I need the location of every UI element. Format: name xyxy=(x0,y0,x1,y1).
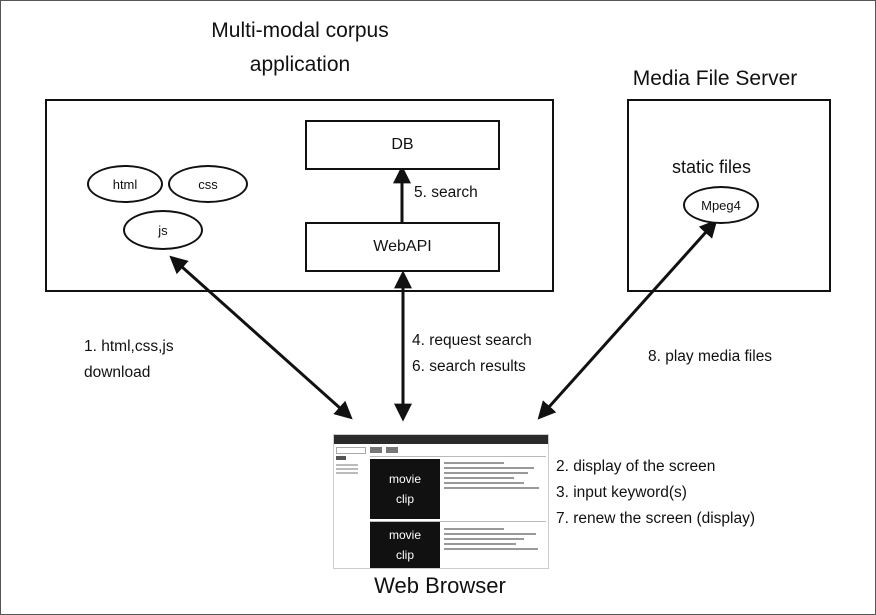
screenshot-navbar xyxy=(334,435,548,444)
arrow-play-media xyxy=(537,219,718,420)
screenshot-button-2 xyxy=(386,447,398,453)
step-7-label: 7. renew the screen (display) xyxy=(556,510,756,527)
web-browser-title: Web Browser xyxy=(374,573,506,598)
app-title: Multi-modal corpus application xyxy=(211,19,389,76)
step-3-label: 3. input keyword(s) xyxy=(556,484,687,501)
app-box xyxy=(45,99,554,292)
step-1-label: 1. html,css,js download xyxy=(84,338,174,381)
mpeg4-oval: Mpeg4 xyxy=(683,186,759,224)
js-oval: js xyxy=(123,210,203,250)
media-server-box xyxy=(627,99,831,292)
step-2-label: 2. display of the screen xyxy=(556,458,716,475)
movie-clip-1: movie clip xyxy=(370,459,440,519)
movie-clip-2: movie clip xyxy=(370,522,440,568)
html-oval: html xyxy=(87,165,163,203)
step-8-label: 8. play media files xyxy=(648,348,773,365)
css-oval: css xyxy=(168,165,248,203)
media-server-title: Media File Server xyxy=(632,67,798,90)
screenshot-text-2 xyxy=(444,525,544,553)
webapi-node: WebAPI xyxy=(305,222,500,272)
arrow-download xyxy=(169,255,353,420)
screenshot-sidebar xyxy=(336,447,366,476)
step-5-label: 5. search xyxy=(414,184,478,201)
screenshot-text-1 xyxy=(444,459,544,492)
browser-screenshot: movie clip movie clip xyxy=(333,434,549,569)
screenshot-button-1 xyxy=(370,447,382,453)
db-node: DB xyxy=(305,120,500,170)
step-4-6-label: 4. request search 6. search results xyxy=(412,332,532,375)
static-files-label: static files xyxy=(672,157,752,177)
